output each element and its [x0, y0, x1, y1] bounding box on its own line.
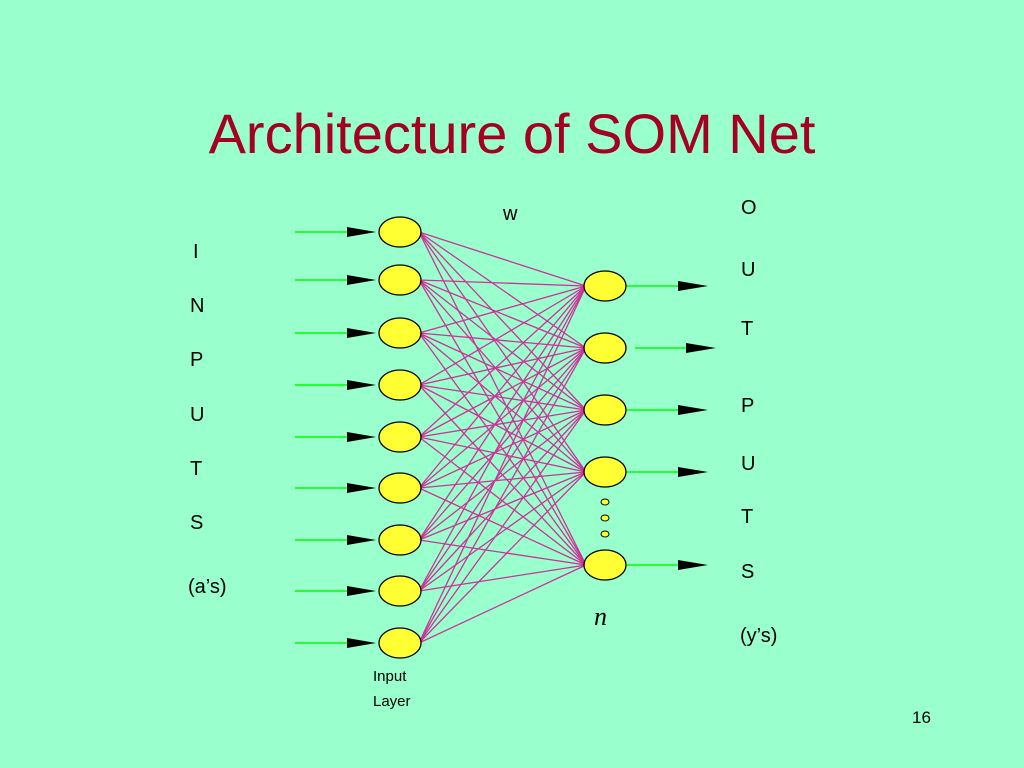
connection-6-3 [418, 409, 587, 489]
input-layer-label-line1: Input [373, 668, 407, 685]
output-letter-o: O [741, 197, 757, 219]
input-arrow-head-5 [347, 432, 376, 442]
input-arrow-head-9 [347, 638, 376, 648]
connection-8-1 [418, 285, 587, 592]
input-node-6 [378, 472, 422, 504]
output-letter-p: P [741, 395, 755, 417]
connection-5-2 [418, 347, 587, 438]
output-symbol-label: (y’s) [740, 625, 778, 647]
connection-8-5 [418, 564, 587, 592]
input-letter-u: U [190, 404, 205, 426]
input-arrow-head-3 [347, 328, 376, 338]
input-node-4 [378, 369, 422, 401]
connection-9-5 [418, 564, 587, 644]
connection-4-3 [418, 384, 587, 411]
connection-9-1 [418, 285, 587, 644]
connection-7-1 [418, 285, 587, 541]
input-letter-t: T [190, 458, 203, 480]
connection-4-4 [418, 384, 587, 473]
connection-7-5 [418, 539, 587, 566]
connection-9-2 [418, 347, 587, 644]
input-letter-i: I [193, 241, 199, 263]
output-letter-u2: U [741, 453, 756, 475]
input-arrow-head-7 [347, 535, 376, 545]
connection-6-2 [418, 347, 587, 489]
connection-8-4 [418, 471, 587, 592]
connection-5-1 [418, 285, 587, 438]
ellipsis-dot-3 [600, 530, 610, 538]
connection-9-4 [418, 471, 587, 644]
output-node-3 [583, 394, 627, 426]
connection-4-1 [418, 285, 587, 386]
input-layer-nodes [378, 216, 422, 659]
weight-connections [418, 231, 587, 644]
input-node-1 [378, 216, 422, 248]
output-letter-t: T [741, 318, 754, 340]
connection-3-1 [418, 285, 587, 334]
input-arrow-head-6 [347, 483, 376, 493]
connection-2-1 [418, 279, 587, 287]
output-layer-nodes [583, 270, 627, 581]
connection-7-4 [418, 471, 587, 541]
output-node-5 [583, 549, 627, 581]
connection-5-4 [418, 436, 587, 473]
output-arrow-head-1 [678, 281, 708, 291]
slide-title: Architecture of SOM Net [208, 102, 816, 165]
connection-5-3 [418, 409, 587, 438]
input-arrow-head-2 [347, 275, 376, 285]
connection-1-1 [418, 231, 587, 287]
output-count-label: n [594, 602, 607, 631]
output-letter-u: U [741, 259, 756, 281]
input-arrow-head-4 [347, 380, 376, 390]
page-number: 16 [912, 708, 931, 727]
input-letter-s: S [190, 512, 204, 534]
output-arrow-head-4 [678, 467, 708, 477]
output-arrow-head-2 [686, 343, 716, 353]
ellipsis-dot-2 [600, 514, 610, 522]
input-node-2 [378, 264, 422, 296]
input-node-9 [378, 627, 422, 659]
output-node-4 [583, 456, 627, 488]
connection-9-3 [418, 409, 587, 644]
input-letter-p: P [190, 349, 204, 371]
connection-8-2 [418, 347, 587, 592]
ellipsis-dot-1 [600, 498, 610, 506]
input-node-7 [378, 524, 422, 556]
connection-2-5 [418, 279, 587, 566]
connection-1-4 [418, 231, 587, 473]
output-node-2 [583, 332, 627, 364]
output-ellipsis-dots [600, 498, 610, 538]
input-node-8 [378, 575, 422, 607]
connection-4-2 [418, 347, 587, 386]
input-arrow-head-1 [347, 227, 376, 237]
input-arrows [295, 227, 376, 648]
connection-6-1 [418, 285, 587, 489]
input-letter-n: N [190, 295, 205, 317]
input-layer-label-line2: Layer [373, 693, 411, 710]
input-symbol-label: (a’s) [188, 576, 227, 598]
output-node-1 [583, 270, 627, 302]
connection-7-3 [418, 409, 587, 541]
input-arrow-head-8 [347, 586, 376, 596]
connection-8-3 [418, 409, 587, 592]
connection-6-4 [418, 471, 587, 489]
output-letter-t2: T [741, 506, 754, 528]
output-letter-s: S [741, 561, 755, 583]
output-arrows [627, 281, 716, 570]
connection-7-2 [418, 347, 587, 541]
input-node-5 [378, 421, 422, 453]
output-arrow-head-5 [678, 560, 708, 570]
output-arrow-head-3 [678, 405, 708, 415]
input-node-3 [378, 317, 422, 349]
connection-1-5 [418, 231, 587, 566]
weight-label: w [503, 203, 518, 225]
